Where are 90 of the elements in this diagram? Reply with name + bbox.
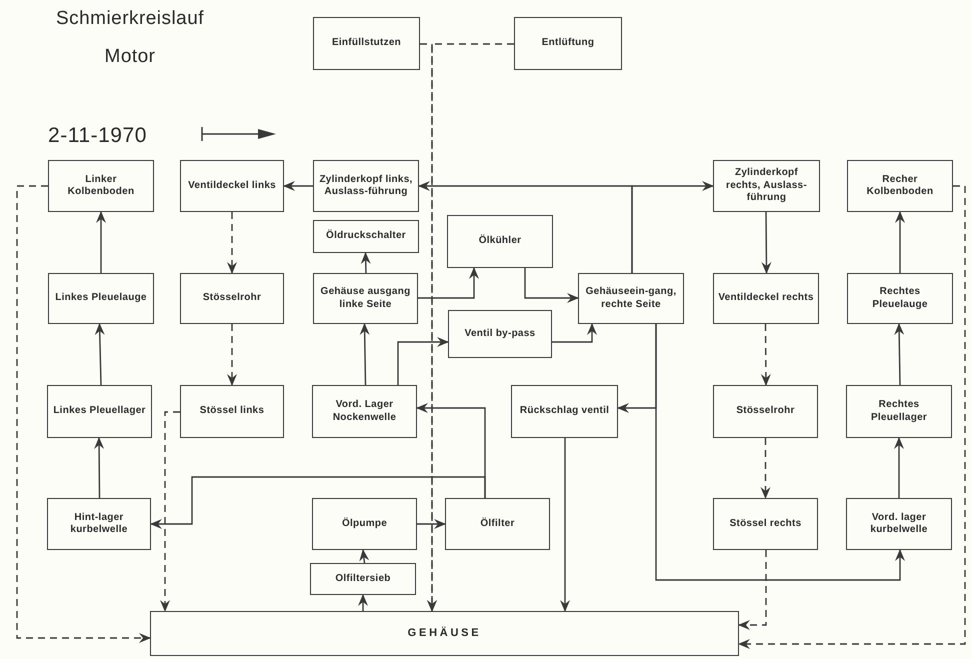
box-label: Stössel rechts bbox=[730, 518, 802, 530]
box-label: Recher Kolbenboden bbox=[866, 174, 934, 198]
arrow bbox=[761, 212, 772, 274]
box-label: Zylinderkopf links, Auslass-führung bbox=[318, 174, 414, 198]
arrow bbox=[227, 212, 237, 274]
arrow bbox=[94, 323, 105, 386]
box-label: Ölpumpe bbox=[342, 518, 388, 530]
arrow bbox=[738, 185, 966, 649]
arrow bbox=[427, 43, 514, 612]
arrow bbox=[160, 411, 180, 612]
process-box bbox=[180, 160, 284, 212]
process-box bbox=[180, 385, 284, 438]
box-label: Stössel links bbox=[200, 405, 264, 418]
arrow bbox=[560, 438, 570, 612]
process-box bbox=[514, 17, 622, 70]
box-label: Gehäuse ausgang linke Seite bbox=[320, 286, 412, 311]
arrow bbox=[655, 324, 905, 581]
process-box bbox=[312, 385, 417, 438]
box-label: Rechtes Pleuellager bbox=[870, 399, 928, 424]
arrow bbox=[760, 438, 770, 499]
box-label: Stösselrohr bbox=[736, 405, 795, 418]
process-box bbox=[313, 273, 418, 324]
box-label: Rückschlag ventil bbox=[520, 405, 610, 418]
arrow bbox=[894, 323, 904, 386]
box-label: Ventil by-pass bbox=[464, 328, 536, 340]
process-box bbox=[448, 310, 552, 358]
process-box bbox=[847, 273, 953, 324]
process-box bbox=[445, 498, 550, 550]
arrow bbox=[94, 437, 104, 498]
process-box bbox=[47, 498, 151, 550]
arrow bbox=[16, 185, 151, 643]
arrow bbox=[283, 181, 313, 191]
process-box bbox=[47, 385, 152, 438]
arrow bbox=[417, 519, 446, 529]
box-label: Gehäuseein-gang, rechte Seite bbox=[584, 286, 678, 311]
box-label: Ölkühler bbox=[478, 235, 522, 248]
arrow bbox=[524, 268, 579, 303]
box-label: Linkes Pleuellager bbox=[53, 405, 146, 418]
box-label: Ventildeckel links bbox=[188, 180, 276, 192]
process-box bbox=[48, 273, 154, 324]
box-label: Zylinderkopf rechts, Auslass-führung bbox=[725, 167, 808, 205]
process-box bbox=[310, 563, 416, 595]
process-box bbox=[150, 611, 739, 656]
box-label: Öldruckschalter bbox=[326, 230, 406, 243]
box-label: Olfiltersieb bbox=[335, 572, 391, 586]
process-box bbox=[313, 17, 420, 70]
process-box bbox=[846, 385, 952, 438]
arrow bbox=[631, 181, 714, 273]
arrow bbox=[96, 211, 106, 273]
arrow bbox=[738, 550, 767, 630]
box-label: GEHÄUSE bbox=[408, 626, 482, 642]
box-label: Einfüllstutzen bbox=[332, 37, 402, 50]
process-box bbox=[578, 273, 684, 324]
box-label: Vord. lager kurbelwelle bbox=[869, 512, 929, 536]
box-label: Linker Kolbenboden bbox=[66, 174, 136, 198]
date-label: 2-11-1970 bbox=[48, 123, 147, 149]
box-label: Stösselrohr bbox=[202, 292, 262, 305]
box-label: Vord. Lager Nockenwelle bbox=[332, 399, 398, 424]
process-box bbox=[713, 273, 819, 324]
process-box bbox=[713, 385, 818, 438]
arrow bbox=[359, 549, 370, 564]
arrow bbox=[227, 324, 237, 386]
box-label: Hint-lager kurbelwelle bbox=[69, 512, 129, 536]
arrow bbox=[894, 437, 904, 498]
arrow bbox=[760, 324, 771, 386]
arrow bbox=[358, 594, 368, 611]
process-box bbox=[312, 498, 417, 550]
box-label: Entlüftung bbox=[542, 37, 594, 50]
process-box bbox=[313, 160, 419, 212]
process-box bbox=[511, 385, 618, 438]
process-box bbox=[847, 160, 953, 212]
process-box bbox=[180, 273, 284, 324]
process-box bbox=[313, 220, 419, 253]
process-box bbox=[447, 215, 553, 268]
arrow bbox=[397, 337, 449, 385]
arrow bbox=[360, 252, 371, 274]
process-box bbox=[713, 498, 818, 550]
title: Schmierkreislauf Motor bbox=[54, 7, 206, 69]
arrow bbox=[150, 476, 486, 529]
process-box bbox=[713, 160, 820, 212]
box-label: Rechtes Pleuelauge bbox=[871, 286, 929, 311]
box-label: Linkes Pleuelauge bbox=[55, 292, 147, 305]
box-label: Ölfilter bbox=[480, 518, 515, 530]
process-box bbox=[846, 498, 952, 550]
arrow bbox=[895, 211, 905, 273]
arrow bbox=[360, 323, 370, 386]
arrow bbox=[552, 323, 597, 343]
arrow bbox=[418, 267, 479, 299]
process-box bbox=[48, 160, 154, 212]
box-label: Ventildeckel rechts bbox=[718, 292, 814, 305]
